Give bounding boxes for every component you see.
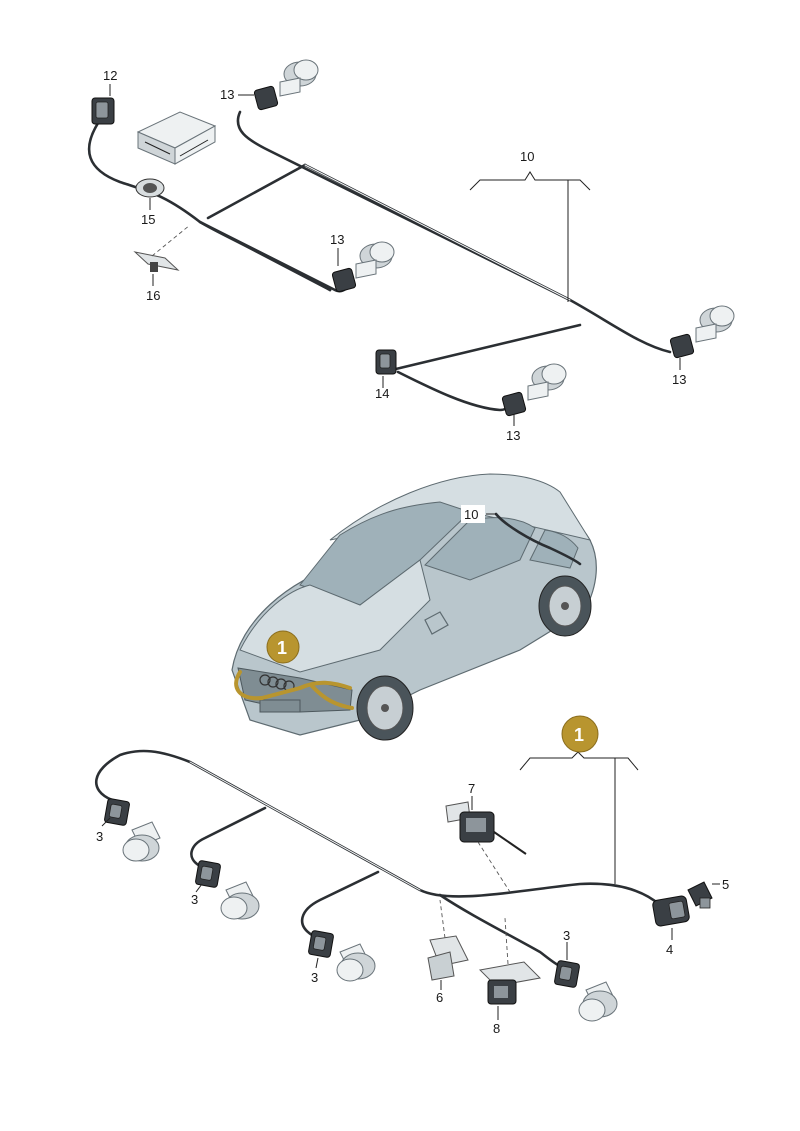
callout-13c: 13	[672, 372, 686, 387]
callout-15: 15	[141, 212, 155, 227]
badge-1-bracket: 1	[574, 725, 584, 745]
callout-3b: 3	[191, 892, 198, 907]
callout-5: 5	[722, 877, 729, 892]
car-badge-1	[266, 630, 300, 664]
front-sensor-c	[336, 943, 376, 982]
connector-3d	[554, 960, 580, 988]
connector-3b	[195, 860, 221, 888]
rear-sensor-13c	[669, 305, 735, 359]
front-sensor-a	[122, 821, 161, 862]
callout-13d: 13	[506, 428, 520, 443]
front-sensor-b	[220, 881, 260, 920]
callout-3d: 3	[563, 928, 570, 943]
front-sensor-d	[578, 981, 618, 1022]
grommet-15	[135, 178, 165, 198]
badge-1-car: 1	[277, 638, 287, 658]
connector-14	[375, 349, 397, 375]
bracket-1	[519, 751, 639, 884]
callout-3a: 3	[96, 829, 103, 844]
callout-8: 8	[493, 1021, 500, 1036]
callout-16: 16	[146, 288, 160, 303]
bracket-badge-1	[561, 715, 599, 753]
clip-16	[133, 251, 180, 272]
callout-13a: 13	[220, 87, 234, 102]
car-illustration	[231, 473, 597, 741]
rear-sensor-13a	[253, 59, 319, 111]
connector-12	[91, 97, 115, 125]
rear-harness	[87, 59, 735, 426]
front-harness	[94, 715, 720, 1022]
connector-3c	[308, 930, 334, 958]
part-6	[427, 935, 469, 981]
part-7	[445, 801, 527, 855]
car-callout-10: 10	[464, 507, 478, 522]
connector-3a	[104, 798, 130, 826]
callout-4: 4	[666, 942, 673, 957]
callout-7: 7	[468, 781, 475, 796]
callout-14: 14	[375, 386, 389, 401]
rear-wheel	[538, 575, 592, 637]
rear-sensor-13b	[331, 241, 395, 293]
callout-12: 12	[103, 68, 117, 83]
callout-6: 6	[436, 990, 443, 1005]
part-8	[478, 961, 542, 1005]
connector-5	[687, 881, 713, 909]
rear-sensor-13d	[501, 363, 567, 417]
bracket-10	[469, 171, 591, 302]
front-wheel	[356, 675, 414, 741]
callout-3c: 3	[311, 970, 318, 985]
connector-4	[652, 895, 690, 927]
callout-10: 10	[520, 149, 534, 164]
control-unit	[136, 111, 217, 165]
callout-13b: 13	[330, 232, 344, 247]
